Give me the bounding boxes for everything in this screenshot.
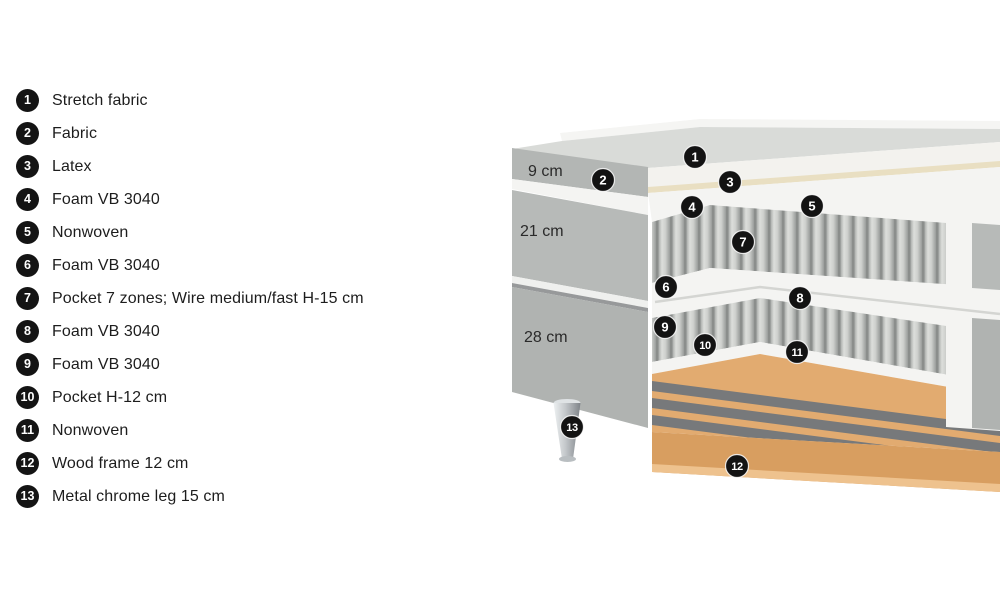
legend-item-label: Latex <box>52 157 92 175</box>
topper-back-cut-edge <box>560 119 1000 141</box>
legend-number-badge: 7 <box>16 287 39 310</box>
legend-item: 1 Stretch fabric <box>16 84 364 117</box>
legend-item: 3 Latex <box>16 150 364 183</box>
marker-9: 9 <box>652 314 678 340</box>
legend-item: 9 Foam VB 3040 <box>16 348 364 381</box>
svg-text:12: 12 <box>731 461 743 473</box>
base-right-cap-fabric <box>972 318 1000 430</box>
svg-text:2: 2 <box>599 173 606 188</box>
legend-item-label: Foam VB 3040 <box>52 322 160 340</box>
marker-7: 7 <box>730 229 756 255</box>
middle-right-cap-fabric <box>972 223 1000 290</box>
legend-number-badge: 11 <box>16 419 39 442</box>
base-pocket-springs <box>652 298 1000 384</box>
legend-item-label: Pocket 7 zones; Wire medium/fast H-15 cm <box>52 289 364 307</box>
legend-item: 11 Nonwoven <box>16 414 364 447</box>
svg-text:5: 5 <box>808 199 815 214</box>
legend-item: 4 Foam VB 3040 <box>16 183 364 216</box>
topper-top-surface <box>512 127 1000 168</box>
svg-text:11: 11 <box>791 347 802 359</box>
legend-number-badge: 12 <box>16 452 39 475</box>
legend-item-label: Foam VB 3040 <box>52 256 160 274</box>
legend-number-badge: 5 <box>16 221 39 244</box>
middle-side-fabric <box>512 190 648 301</box>
legend-item: 8 Foam VB 3040 <box>16 315 364 348</box>
topper-white-piping <box>512 179 648 215</box>
dimension-label-topper: 9 cm <box>528 163 563 180</box>
legend-item: 13 Metal chrome leg 15 cm <box>16 480 364 513</box>
svg-text:13: 13 <box>566 422 578 434</box>
middle-top-foam-frame <box>648 167 1000 227</box>
marker-12: 12 <box>724 453 750 479</box>
marker-6: 6 <box>653 274 679 300</box>
legend-number-badge: 2 <box>16 122 39 145</box>
legend-item: 7 Pocket 7 zones; Wire medium/fast H-15 c… <box>16 282 364 315</box>
left-fabric-faces <box>512 148 648 428</box>
svg-text:8: 8 <box>796 291 803 306</box>
legend-item: 10 Pocket H-12 cm <box>16 381 364 414</box>
legend-item-label: Fabric <box>52 124 98 142</box>
legend-number-badge: 10 <box>16 386 39 409</box>
svg-text:4: 4 <box>688 200 696 215</box>
legend-number-badge: 1 <box>16 89 39 112</box>
legend-item: 5 Nonwoven <box>16 216 364 249</box>
legend-item: 12 Wood frame 12 cm <box>16 447 364 480</box>
legend-item-label: Foam VB 3040 <box>52 355 160 373</box>
legend-number-badge: 3 <box>16 155 39 178</box>
legend-item-label: Stretch fabric <box>52 91 148 109</box>
base-nonwoven-band <box>652 342 1000 396</box>
marker-10: 10 <box>692 332 718 358</box>
marker-4: 4 <box>679 194 705 220</box>
marker-1: 1 <box>682 144 708 170</box>
middle-base-gap <box>512 283 648 312</box>
legend-number-badge: 8 <box>16 320 39 343</box>
mattress-box-seam <box>654 285 1000 316</box>
svg-text:10: 10 <box>699 340 711 352</box>
middle-pocket-springs <box>652 205 1000 288</box>
right-end-caps <box>946 221 1000 431</box>
marker-3: 3 <box>717 169 743 195</box>
legend-item-label: Foam VB 3040 <box>52 190 160 208</box>
legend-item-label: Metal chrome leg 15 cm <box>52 487 225 505</box>
legend-item-label: Nonwoven <box>52 223 129 241</box>
marker-8: 8 <box>787 285 813 311</box>
dimension-label-base: 28 cm <box>524 329 568 346</box>
middle-white-piping <box>512 276 648 308</box>
legend-item: 6 Foam VB 3040 <box>16 249 364 282</box>
dimension-label-mattress: 21 cm <box>520 223 564 240</box>
svg-text:1: 1 <box>691 150 698 165</box>
legend-item-label: Nonwoven <box>52 421 129 439</box>
middle-mattress-layer <box>648 167 1000 334</box>
legend-number-badge: 4 <box>16 188 39 211</box>
legend-number-badge: 9 <box>16 353 39 376</box>
middle-bottom-foam-frame <box>652 268 1000 334</box>
legend-number-badge: 6 <box>16 254 39 277</box>
legend-item: 2 Fabric <box>16 117 364 150</box>
base-box-layer <box>652 298 1000 396</box>
svg-text:9: 9 <box>661 320 668 335</box>
marker-11: 11 <box>784 339 810 365</box>
svg-text:6: 6 <box>662 280 669 295</box>
legend-item-label: Pocket H-12 cm <box>52 388 168 406</box>
wood-frame <box>652 354 1000 492</box>
marker-2: 2 <box>590 167 616 193</box>
legend-item-label: Wood frame 12 cm <box>52 454 189 472</box>
marker-5: 5 <box>799 193 825 219</box>
legend-number-badge: 13 <box>16 485 39 508</box>
svg-text:3: 3 <box>726 175 733 190</box>
wood-slat <box>652 398 1000 452</box>
marker-13: 13 <box>559 414 585 440</box>
svg-text:7: 7 <box>739 235 746 250</box>
leg-foot <box>559 456 576 462</box>
wood-slat <box>652 381 1000 436</box>
base-side-fabric <box>512 287 648 428</box>
